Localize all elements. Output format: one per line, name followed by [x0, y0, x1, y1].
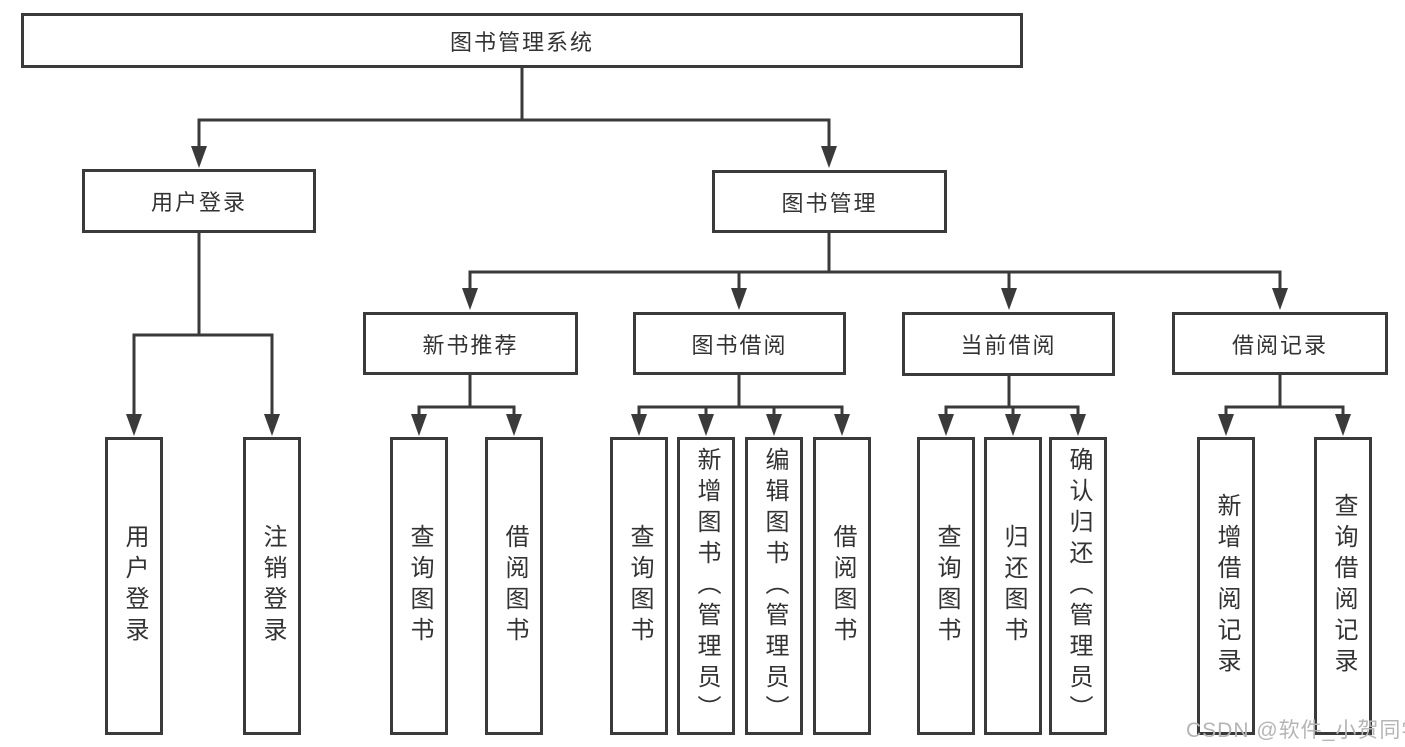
leaf-borrow-books-borrowing: 借阅图书: [813, 437, 871, 735]
leaf-add-books-admin: 新增图书（管理员）: [677, 437, 735, 735]
leaf-query-borrow-record: 查询借阅记录: [1314, 437, 1372, 735]
node-label: 图书管理系统: [449, 29, 594, 55]
leaf-label: 查询图书: [626, 524, 653, 648]
node-label: 图书管理: [781, 190, 878, 216]
leaf-confirm-return-admin: 确认归还（管理员）: [1049, 437, 1107, 735]
node-library-management-system: 图书管理系统: [21, 13, 1023, 68]
node-label: 当前借阅: [960, 333, 1057, 358]
node-label: 新书推荐: [422, 332, 519, 358]
leaf-edit-books-admin: 编辑图书（管理员）: [745, 437, 803, 735]
leaf-label: 查询图书: [933, 524, 960, 648]
leaf-query-books-recommend: 查询图书: [390, 437, 448, 735]
node-borrowing-records: 借阅记录: [1172, 312, 1388, 375]
leaf-logout-login: 注销登录: [243, 437, 301, 735]
leaf-query-books-borrowing: 查询图书: [610, 437, 668, 735]
leaf-borrow-books-recommend: 借阅图书: [485, 437, 543, 735]
leaf-label: 借阅图书: [829, 524, 856, 648]
leaf-label: 借阅图书: [501, 524, 528, 648]
leaf-user-login: 用户登录: [105, 437, 163, 735]
leaf-query-books-current: 查询图书: [917, 437, 975, 735]
leaf-return-books: 归还图书: [984, 437, 1042, 735]
leaf-label: 归还图书: [1000, 524, 1027, 648]
node-book-borrowing: 图书借阅: [633, 312, 846, 375]
leaf-label: 注销登录: [259, 524, 286, 648]
csdn-watermark: CSDN @软件_小贺同学: [1186, 719, 1405, 742]
leaf-label: 新增借阅记录: [1213, 493, 1240, 679]
leaf-label: 查询图书: [406, 524, 433, 648]
node-book-management: 图书管理: [712, 170, 947, 233]
node-label: 图书借阅: [691, 332, 788, 358]
node-current-borrowing: 当前借阅: [902, 312, 1115, 376]
node-label: 借阅记录: [1231, 332, 1328, 358]
leaf-label: 编辑图书（管理员）: [761, 446, 788, 726]
leaf-label: 用户登录: [121, 524, 148, 648]
node-user-login: 用户登录: [82, 169, 316, 233]
leaf-add-borrow-record: 新增借阅记录: [1197, 437, 1255, 735]
node-new-book-recommendation: 新书推荐: [363, 312, 578, 375]
leaf-label: 新增图书（管理员）: [693, 446, 720, 726]
arrowhead-icons: [126, 146, 1351, 436]
leaf-label: 确认归还（管理员）: [1065, 446, 1092, 726]
leaf-label: 查询借阅记录: [1330, 493, 1357, 679]
node-label: 用户登录: [150, 190, 247, 215]
